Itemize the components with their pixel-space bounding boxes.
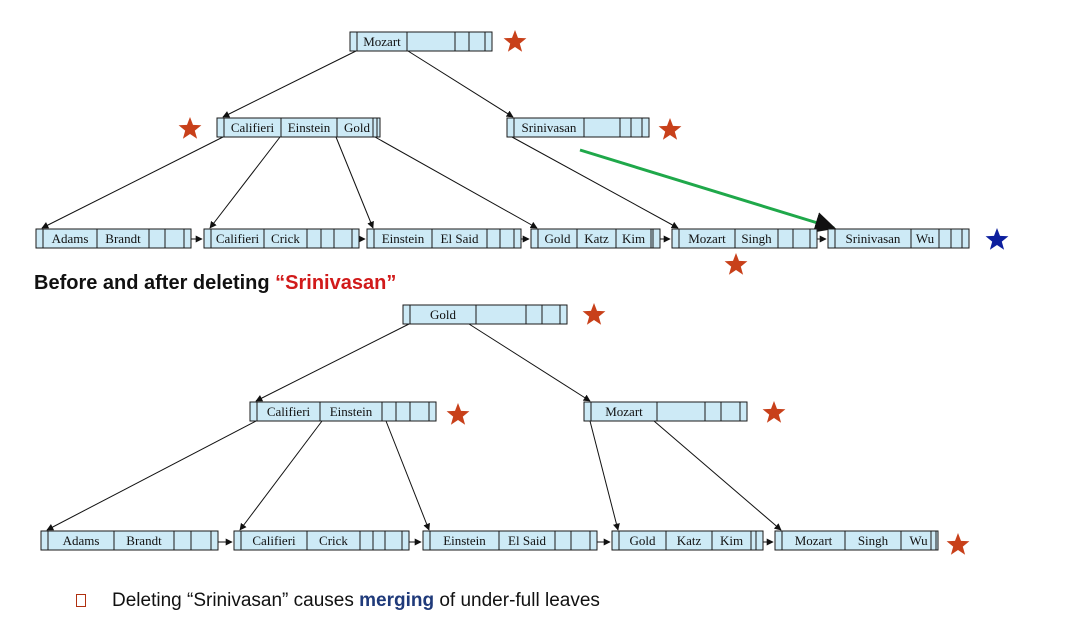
after-internal-node: Mozart — [583, 401, 748, 422]
after-leaf-node: Einstein El Said — [422, 530, 598, 551]
star-icon — [178, 117, 202, 139]
after-leaf-node: Califieri Crick — [233, 530, 410, 551]
node-key: Gold — [344, 120, 371, 135]
tree-edges — [41, 50, 837, 546]
node-key: Singh — [741, 231, 772, 246]
before-internal-edge — [335, 136, 374, 229]
star-icon — [582, 303, 606, 325]
bullet-suffix: of under-full leaves — [434, 590, 600, 611]
before-internal-edge — [209, 136, 281, 229]
before-leaf-node: Gold Katz Kim — [530, 228, 661, 249]
star-icon — [658, 118, 682, 140]
star-icon — [503, 30, 527, 52]
node-key: Kim — [622, 231, 645, 246]
before-internal-edge — [511, 136, 679, 229]
node-key: Wu — [909, 533, 928, 548]
node-key: Mozart — [795, 533, 833, 548]
square-bullet-icon — [76, 594, 86, 607]
star-markers — [178, 30, 1009, 555]
node-key: Wu — [916, 231, 935, 246]
bullet-prefix: Deleting “Srinivasan” causes — [112, 590, 360, 611]
node-key: Srinivasan — [522, 120, 577, 135]
node-key: Singh — [858, 533, 889, 548]
after-internal-edge — [653, 420, 782, 531]
node-key: Einstein — [288, 120, 331, 135]
before-leaf-node: Mozart Singh — [671, 228, 818, 249]
after-internal-edge — [385, 420, 430, 531]
node-key: Mozart — [605, 404, 643, 419]
before-highlight-pointer — [579, 148, 837, 233]
node-key: Gold — [630, 533, 657, 548]
after-root-edge — [255, 323, 410, 402]
node-key: Mozart — [688, 231, 726, 246]
after-internal-node: Califieri Einstein — [249, 401, 437, 422]
before-root-edge — [407, 50, 514, 118]
node-key: Crick — [271, 231, 300, 246]
before-root-node: Mozart — [349, 31, 493, 52]
after-leaf-node: Mozart Singh Wu — [774, 530, 939, 551]
before-leaf-node: Einstein El Said — [366, 228, 522, 249]
star-icon — [762, 401, 786, 423]
node-key: Brandt — [126, 533, 162, 548]
before-leaf-node: Srinivasan Wu — [827, 228, 970, 249]
after-root-node: Gold — [402, 304, 568, 325]
star-icon — [985, 228, 1009, 250]
after-leaf-node: Gold Katz Kim — [611, 530, 764, 551]
node-key: Califieri — [267, 404, 311, 419]
after-internal-edge — [46, 420, 257, 531]
node-key: Gold — [430, 307, 457, 322]
node-key: Crick — [319, 533, 348, 548]
after-internal-edge — [239, 420, 323, 531]
node-key: Einstein — [382, 231, 425, 246]
node-key: Adams — [63, 533, 100, 548]
node-key: Adams — [52, 231, 89, 246]
before-leaf-node: Califieri Crick — [203, 228, 360, 249]
before-leaf-node: Adams Brandt — [35, 228, 192, 249]
node-key: Srinivasan — [846, 231, 901, 246]
heading-prefix: Before and after deleting — [34, 272, 276, 294]
node-key: El Said — [441, 231, 479, 246]
node-key: Mozart — [363, 34, 401, 49]
before-root-edge — [222, 50, 357, 118]
heading-highlight: Srinivasan — [285, 272, 387, 294]
bullet-note: Deleting “Srinivasan” causes merging of … — [76, 590, 600, 612]
node-key: El Said — [508, 533, 546, 548]
before-internal-node: Califieri Einstein Gold — [216, 117, 381, 138]
star-icon — [446, 403, 470, 425]
node-key: Brandt — [105, 231, 141, 246]
section-heading: Before and after deleting “Srinivasan” — [34, 272, 396, 295]
node-key: Katz — [584, 231, 609, 246]
node-key: Katz — [677, 533, 702, 548]
heading-open-quote: “ — [275, 272, 286, 294]
star-icon — [724, 253, 748, 275]
node-key: Califieri — [216, 231, 260, 246]
before-internal-node: Srinivasan — [506, 117, 650, 138]
star-icon — [946, 533, 970, 555]
before-internal-edge — [41, 136, 224, 229]
before-internal-edge — [374, 136, 538, 229]
node-key: Kim — [720, 533, 743, 548]
after-root-edge — [468, 323, 591, 402]
after-leaf-node: Adams Brandt — [40, 530, 219, 551]
after-internal-edge — [589, 420, 620, 531]
node-key: Gold — [545, 231, 572, 246]
node-key: Califieri — [252, 533, 296, 548]
node-key: Califieri — [231, 120, 275, 135]
bullet-emphasis: merging — [359, 590, 435, 611]
node-key: Einstein — [330, 404, 373, 419]
node-key: Einstein — [443, 533, 486, 548]
heading-close-quote: ” — [386, 272, 397, 294]
